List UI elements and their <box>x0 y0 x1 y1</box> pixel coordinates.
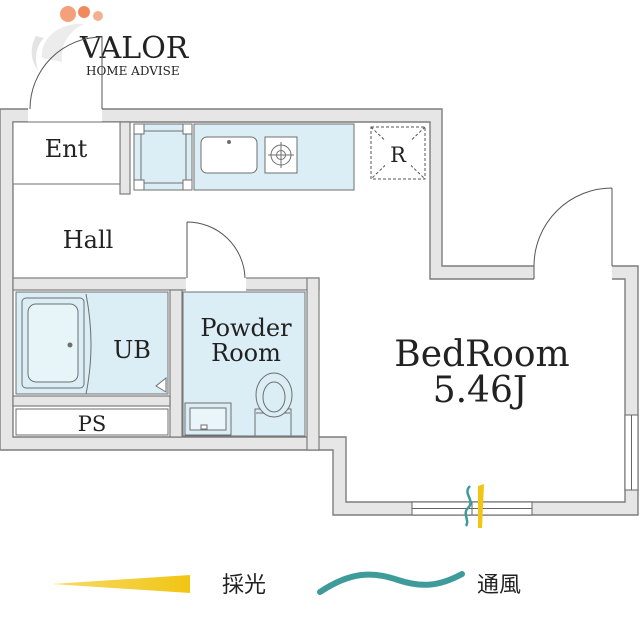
window-air-marker-icon <box>464 485 472 527</box>
refrigerator-label: R <box>390 143 407 167</box>
unit-bath-label: UB <box>113 336 151 364</box>
washbasin-icon <box>184 402 232 436</box>
unit-bath: UB <box>15 291 169 395</box>
refrigerator-space: R <box>370 126 426 180</box>
powder-room-label-line2: Room <box>211 339 281 367</box>
door-openings <box>28 108 612 291</box>
kitchen-counter <box>133 123 355 191</box>
bedroom-size-label: 5.46J <box>433 370 528 411</box>
pipe-space-label: PS <box>78 412 107 436</box>
sunlight-legend-label: 採光 <box>222 573 266 598</box>
brand-logo: VALOR HOME ADVISE <box>31 6 190 78</box>
stove-burner-icon <box>264 136 298 174</box>
logo-mark-icon <box>31 6 103 70</box>
legend: 採光 通風 <box>52 571 521 598</box>
bedroom-name-label: BedRoom <box>394 334 569 375</box>
window-light-marker-icon <box>478 484 484 528</box>
powder-room-door <box>186 221 246 279</box>
washing-machine-pan-icon <box>133 123 193 191</box>
entrance-area: Ent <box>12 121 121 185</box>
brand-name: VALOR <box>79 31 190 66</box>
pipe-space: PS <box>15 408 169 436</box>
powder-room-label-line1: Powder <box>200 314 292 342</box>
bedroom-door <box>533 187 613 279</box>
bedroom: BedRoom 5.46J <box>394 334 569 411</box>
toilet-icon <box>254 372 293 437</box>
exterior-walls <box>0 108 639 516</box>
bathtub-icon <box>27 303 79 383</box>
brand-tagline: HOME ADVISE <box>86 64 180 78</box>
ventilation-legend-icon <box>317 571 465 595</box>
hall-label: Hall <box>63 226 114 254</box>
sunlight-legend-icon <box>52 575 190 593</box>
entrance-label: Ent <box>45 135 88 163</box>
powder-room: Powder Room <box>182 291 306 437</box>
entrance-door <box>29 36 103 110</box>
sink-icon <box>200 136 258 174</box>
bedroom-window-right <box>624 414 639 491</box>
bedroom-window-bottom <box>411 501 533 516</box>
ventilation-legend-label: 通風 <box>477 573 521 598</box>
